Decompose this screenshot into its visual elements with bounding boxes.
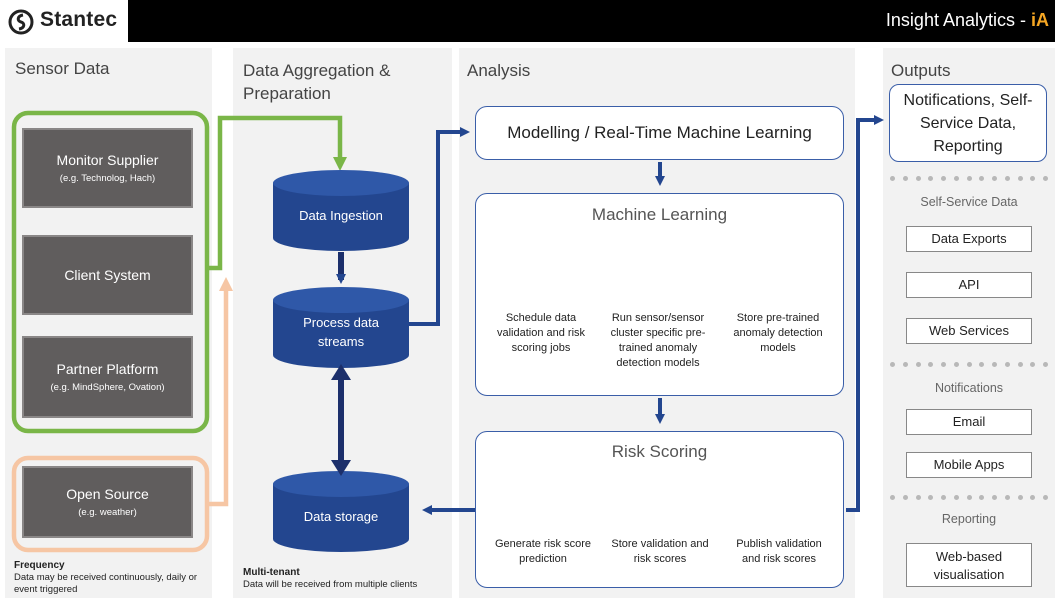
multitenant-note: Multi-tenant Data will be received from … (243, 567, 448, 591)
frequency-note: Frequency Data may be received continuou… (14, 560, 204, 596)
source-open-source: Open Source (e.g. weather) (22, 466, 193, 538)
arrow-risk-outputs (846, 115, 884, 512)
risk-caption: Publish validation and risk scores (736, 538, 822, 565)
divider-dots (890, 495, 1048, 501)
aggregation-title: Data Aggregation & Preparation (243, 61, 391, 103)
header-bar: Stantec Insight Analytics - iA (0, 0, 1055, 42)
frequency-title: Frequency (14, 560, 65, 571)
divider-dots (890, 176, 1048, 182)
risk-box (475, 431, 844, 588)
ml-title: Machine Learning (591, 205, 728, 224)
logo-text: Stantec (40, 8, 118, 31)
cylinder-ingestion (273, 170, 409, 251)
modelling-label: Modelling / Real-Time Machine Learning (507, 123, 812, 142)
sensor-group-border (11, 110, 210, 434)
outputs-title: Outputs (891, 61, 951, 80)
analysis-title: Analysis (467, 61, 531, 80)
logo: Stantec (0, 0, 128, 42)
multitenant-title: Multi-tenant (243, 567, 300, 578)
cylinder-process (273, 287, 409, 368)
source-title: Client System (64, 267, 151, 283)
storage-label: Data storage (303, 509, 379, 524)
output-mobile-apps: Mobile Apps (906, 452, 1032, 478)
sensor-title: Sensor Data (15, 59, 110, 78)
arrowhead-down (331, 460, 351, 476)
ml-caption: Run sensor/sensor cluster specific pre-t… (610, 312, 706, 369)
process-label: Process data streams (303, 315, 379, 349)
green-connector (207, 115, 347, 271)
brand-text: Insight Analytics - (885, 10, 1031, 30)
brand-title: Insight Analytics - iA (886, 10, 1049, 31)
ml-box (475, 193, 844, 396)
section-notifications: Notifications (934, 381, 1004, 395)
output-api: API (906, 272, 1032, 298)
section-self-service: Self-Service Data (920, 195, 1018, 209)
source-sub: (e.g. MindSphere, Ovation) (50, 382, 165, 393)
source-partner-platform: Partner Platform (e.g. MindSphere, Ovati… (22, 336, 193, 418)
risk-caption: Store validation and risk scores (611, 538, 709, 565)
multitenant-text: Data will be received from multiple clie… (243, 579, 418, 590)
risk-title: Risk Scoring (611, 442, 708, 461)
output-email: Email (906, 409, 1032, 435)
cylinder-storage (273, 471, 409, 552)
output-data-exports: Data Exports (906, 226, 1032, 252)
source-title: Open Source (66, 486, 149, 502)
stantec-logo-icon (8, 9, 34, 35)
ingestion-label: Data Ingestion (299, 208, 383, 223)
source-title: Monitor Supplier (56, 152, 159, 168)
outputs-main-box: Notifications, Self-Service Data, Report… (889, 84, 1047, 162)
source-sub: (e.g. weather) (78, 507, 137, 518)
risk-caption: Generate risk score prediction (495, 538, 591, 565)
frequency-text: Data may be received continuously, daily… (14, 572, 198, 595)
source-client-system: Client System (22, 235, 193, 315)
brand-accent: iA (1031, 10, 1049, 30)
ml-caption: Store pre-trained anomaly detection mode… (733, 312, 823, 354)
source-monitor-supplier: Monitor Supplier (e.g. Technolog, Hach) (22, 128, 193, 208)
arrowhead-up (331, 364, 351, 380)
output-web-services: Web Services (906, 318, 1032, 344)
section-reporting: Reporting (941, 512, 997, 526)
divider-dots (890, 362, 1048, 368)
output-web-visualisation: Web-based visualisation (906, 543, 1032, 587)
source-title: Partner Platform (56, 361, 159, 377)
peach-connector (207, 277, 233, 507)
arrow-process-modelling (409, 127, 470, 326)
source-sub: (e.g. Technolog, Hach) (59, 173, 156, 184)
ml-caption: Schedule data validation and risk scorin… (496, 312, 586, 354)
modelling-box (475, 106, 844, 160)
